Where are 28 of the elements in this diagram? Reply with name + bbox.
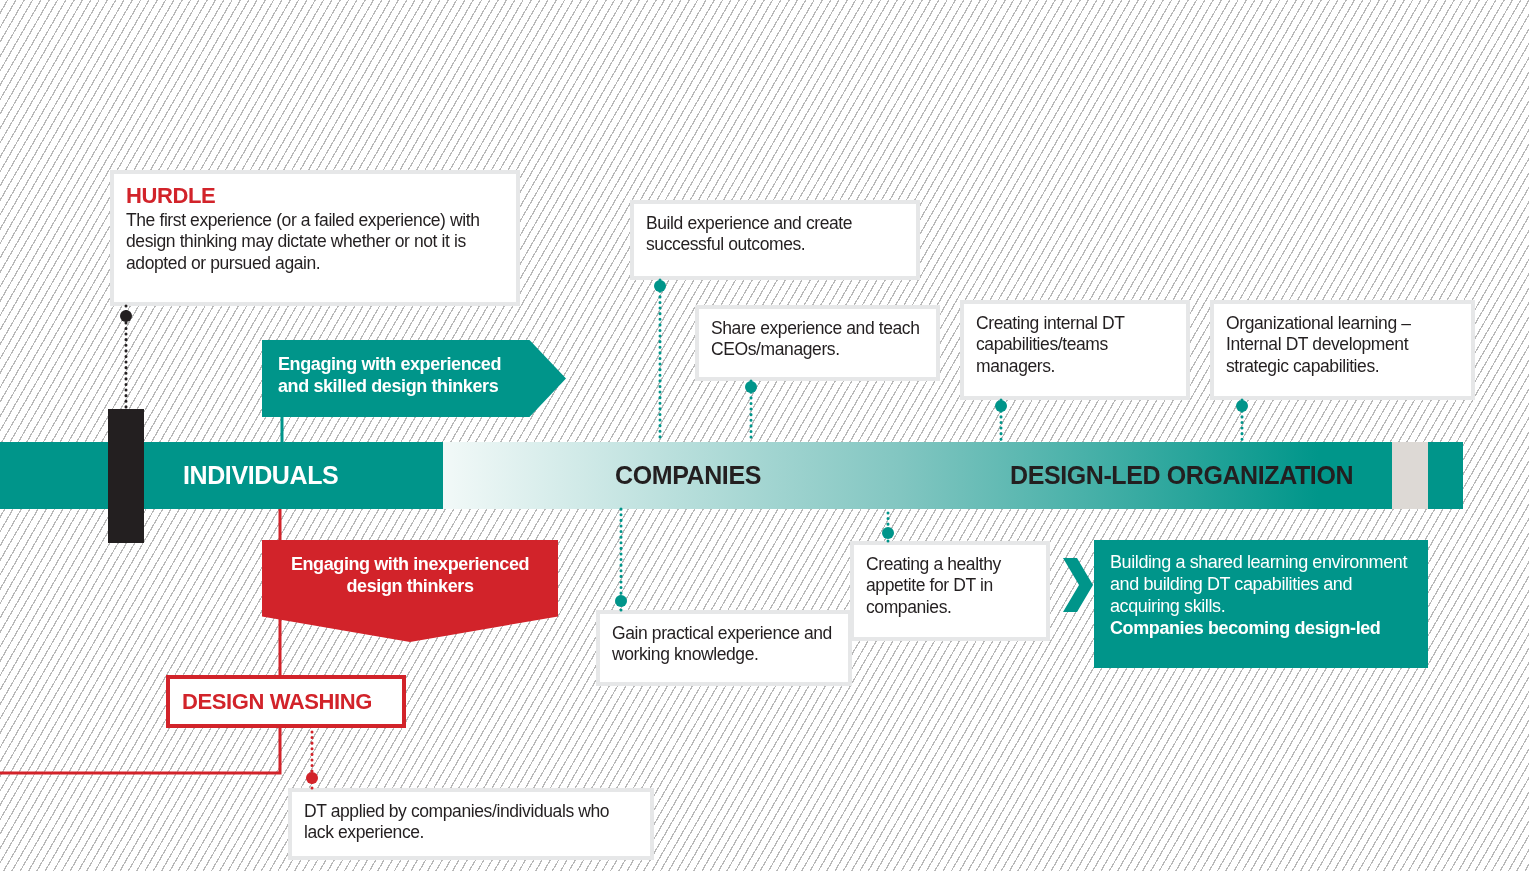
timeline-band-segment: DESIGN-LED ORGANIZATION (900, 442, 1392, 509)
highlight-panel (1094, 540, 1428, 668)
leader-line (120, 304, 132, 411)
connector-line (0, 728, 282, 775)
connector-line (278, 618, 282, 675)
timeline-band-segment: COMPANIES (443, 442, 900, 509)
panel-text: Building a shared learning environment and building DT capabilities and acquiring skills. (1110, 552, 1409, 618)
text-callout: Gain practical experience and working knowledge. (596, 610, 852, 686)
connector-line (278, 509, 282, 540)
hurdle-marker-bar (108, 409, 144, 543)
text-callout: Creating internal DT capabilities/teams managers. (960, 300, 1190, 400)
text-callout: DT applied by companies/individuals who lack experience. (288, 788, 654, 860)
text-callout: Organizational learning – Internal DT development strategic capabilities. (1210, 300, 1475, 400)
leader-line (1236, 398, 1248, 444)
timeline-band-segment: INDIVIDUALS (0, 442, 443, 509)
leader-line (615, 507, 627, 612)
hurdle-callout (110, 170, 520, 306)
chevron-arrow (1063, 558, 1093, 612)
warning-label: DESIGN WASHING (166, 675, 406, 728)
text-callout: Share experience and teach CEOs/managers. (695, 305, 940, 381)
connector-line (280, 417, 284, 442)
callout-heading: HURDLE (126, 183, 217, 210)
arrow-banner: Engaging with experienced and skilled design thinkers (262, 340, 566, 417)
text-callout: Build experience and create successful outcomes. (630, 200, 920, 280)
panel-text: Companies becoming design-led (1110, 617, 1382, 640)
text-callout: Creating a healthy appetite for DT in companies. (850, 541, 1050, 641)
leader-line (995, 398, 1007, 444)
callout-text: The first experience (or a failed experience) with design thinking may dictate whether or not it is adopted or pursued again. (126, 209, 481, 274)
